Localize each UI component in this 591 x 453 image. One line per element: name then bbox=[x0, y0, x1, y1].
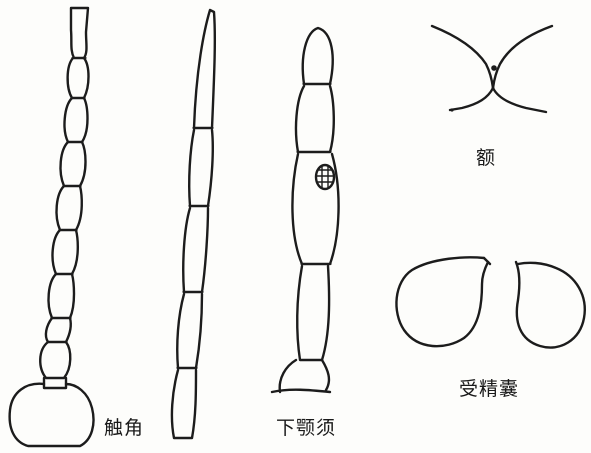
antenna-label: 触角 bbox=[104, 413, 144, 440]
spermatheca-label: 受精囊 bbox=[459, 374, 519, 401]
sensory-pit-mark bbox=[316, 165, 334, 189]
antenna-drawing bbox=[10, 8, 94, 446]
maxillary-palp-drawing bbox=[272, 28, 339, 392]
spermatheca-drawing bbox=[396, 257, 584, 347]
frons-label: 额 bbox=[476, 143, 496, 170]
palp-segments-drawing bbox=[172, 10, 215, 438]
maxillary-palp-label: 下颚须 bbox=[276, 413, 336, 440]
frons-drawing bbox=[432, 26, 552, 112]
